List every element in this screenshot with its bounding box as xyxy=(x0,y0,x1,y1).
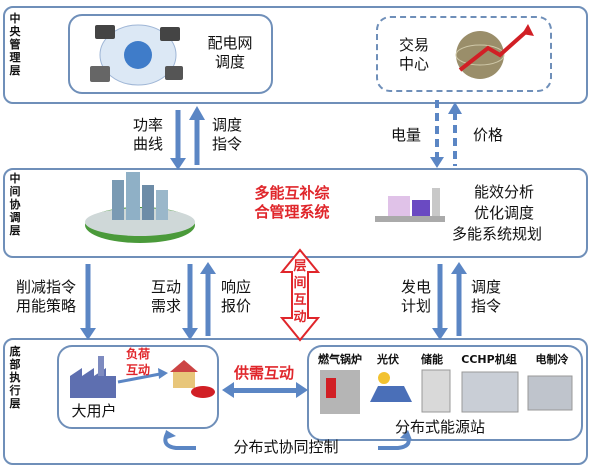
solar-pv-label: 光伏 xyxy=(377,353,399,366)
house-icon xyxy=(170,360,198,388)
server-icon xyxy=(375,188,445,222)
dispatch-label: 配电网调度 xyxy=(207,34,253,71)
interact-demand-label: 互动需求 xyxy=(150,278,181,315)
factory-icon xyxy=(70,356,116,398)
power-curve-label: 功率曲线 xyxy=(132,116,163,153)
generation-plan-label: 发电计划 xyxy=(400,278,431,315)
supply-demand-label: 供需互动 xyxy=(233,364,294,382)
station-label: 分布式能源站 xyxy=(394,418,485,436)
bottom-dispatch-label: 调度指令 xyxy=(470,278,501,315)
solar-pv-icon xyxy=(370,372,412,402)
cut-command-label: 削减指令用能策略 xyxy=(15,278,76,315)
middle-layer-label: 中间协调层 xyxy=(9,172,21,237)
electric-chiller-label: 电制冷 xyxy=(535,353,569,366)
electricity-label: 电量 xyxy=(390,126,421,144)
inter-layer-arrow xyxy=(279,248,321,342)
response-price-label: 响应报价 xyxy=(220,278,251,315)
network-globe-icon xyxy=(90,24,183,86)
cooperative-control-label: 分布式协同控制 xyxy=(233,438,339,456)
battery-storage-icon xyxy=(421,369,451,413)
trading-globe-icon xyxy=(455,24,534,79)
gas-boiler-label: 燃气锅炉 xyxy=(318,353,362,366)
cchp-label: CCHP机组 xyxy=(461,353,517,366)
car-icon xyxy=(191,386,215,398)
price-label: 价格 xyxy=(472,126,503,144)
big-user-label: 大用户 xyxy=(71,402,117,420)
function-list: 能效分析 优化调度 多能系统规划 xyxy=(452,183,543,243)
smart-city-icon xyxy=(85,172,195,243)
central-layer-label: 中央管理层 xyxy=(9,12,21,77)
load-interaction-label: 负荷互动 xyxy=(125,347,150,377)
trade-center-label: 交易中心 xyxy=(398,36,429,73)
cchp-unit-icon xyxy=(461,371,519,413)
storage-label: 储能 xyxy=(421,353,443,366)
gas-boiler-icon xyxy=(320,370,360,414)
dispatch-command-label: 调度指令 xyxy=(211,116,242,153)
system-title: 多能互补综合管理系统 xyxy=(254,184,330,221)
inter-layer-interaction-label: 层 间 互 动 xyxy=(293,259,307,325)
electric-chiller-icon xyxy=(527,375,573,411)
bottom-layer-label: 底部执行层 xyxy=(9,345,21,410)
